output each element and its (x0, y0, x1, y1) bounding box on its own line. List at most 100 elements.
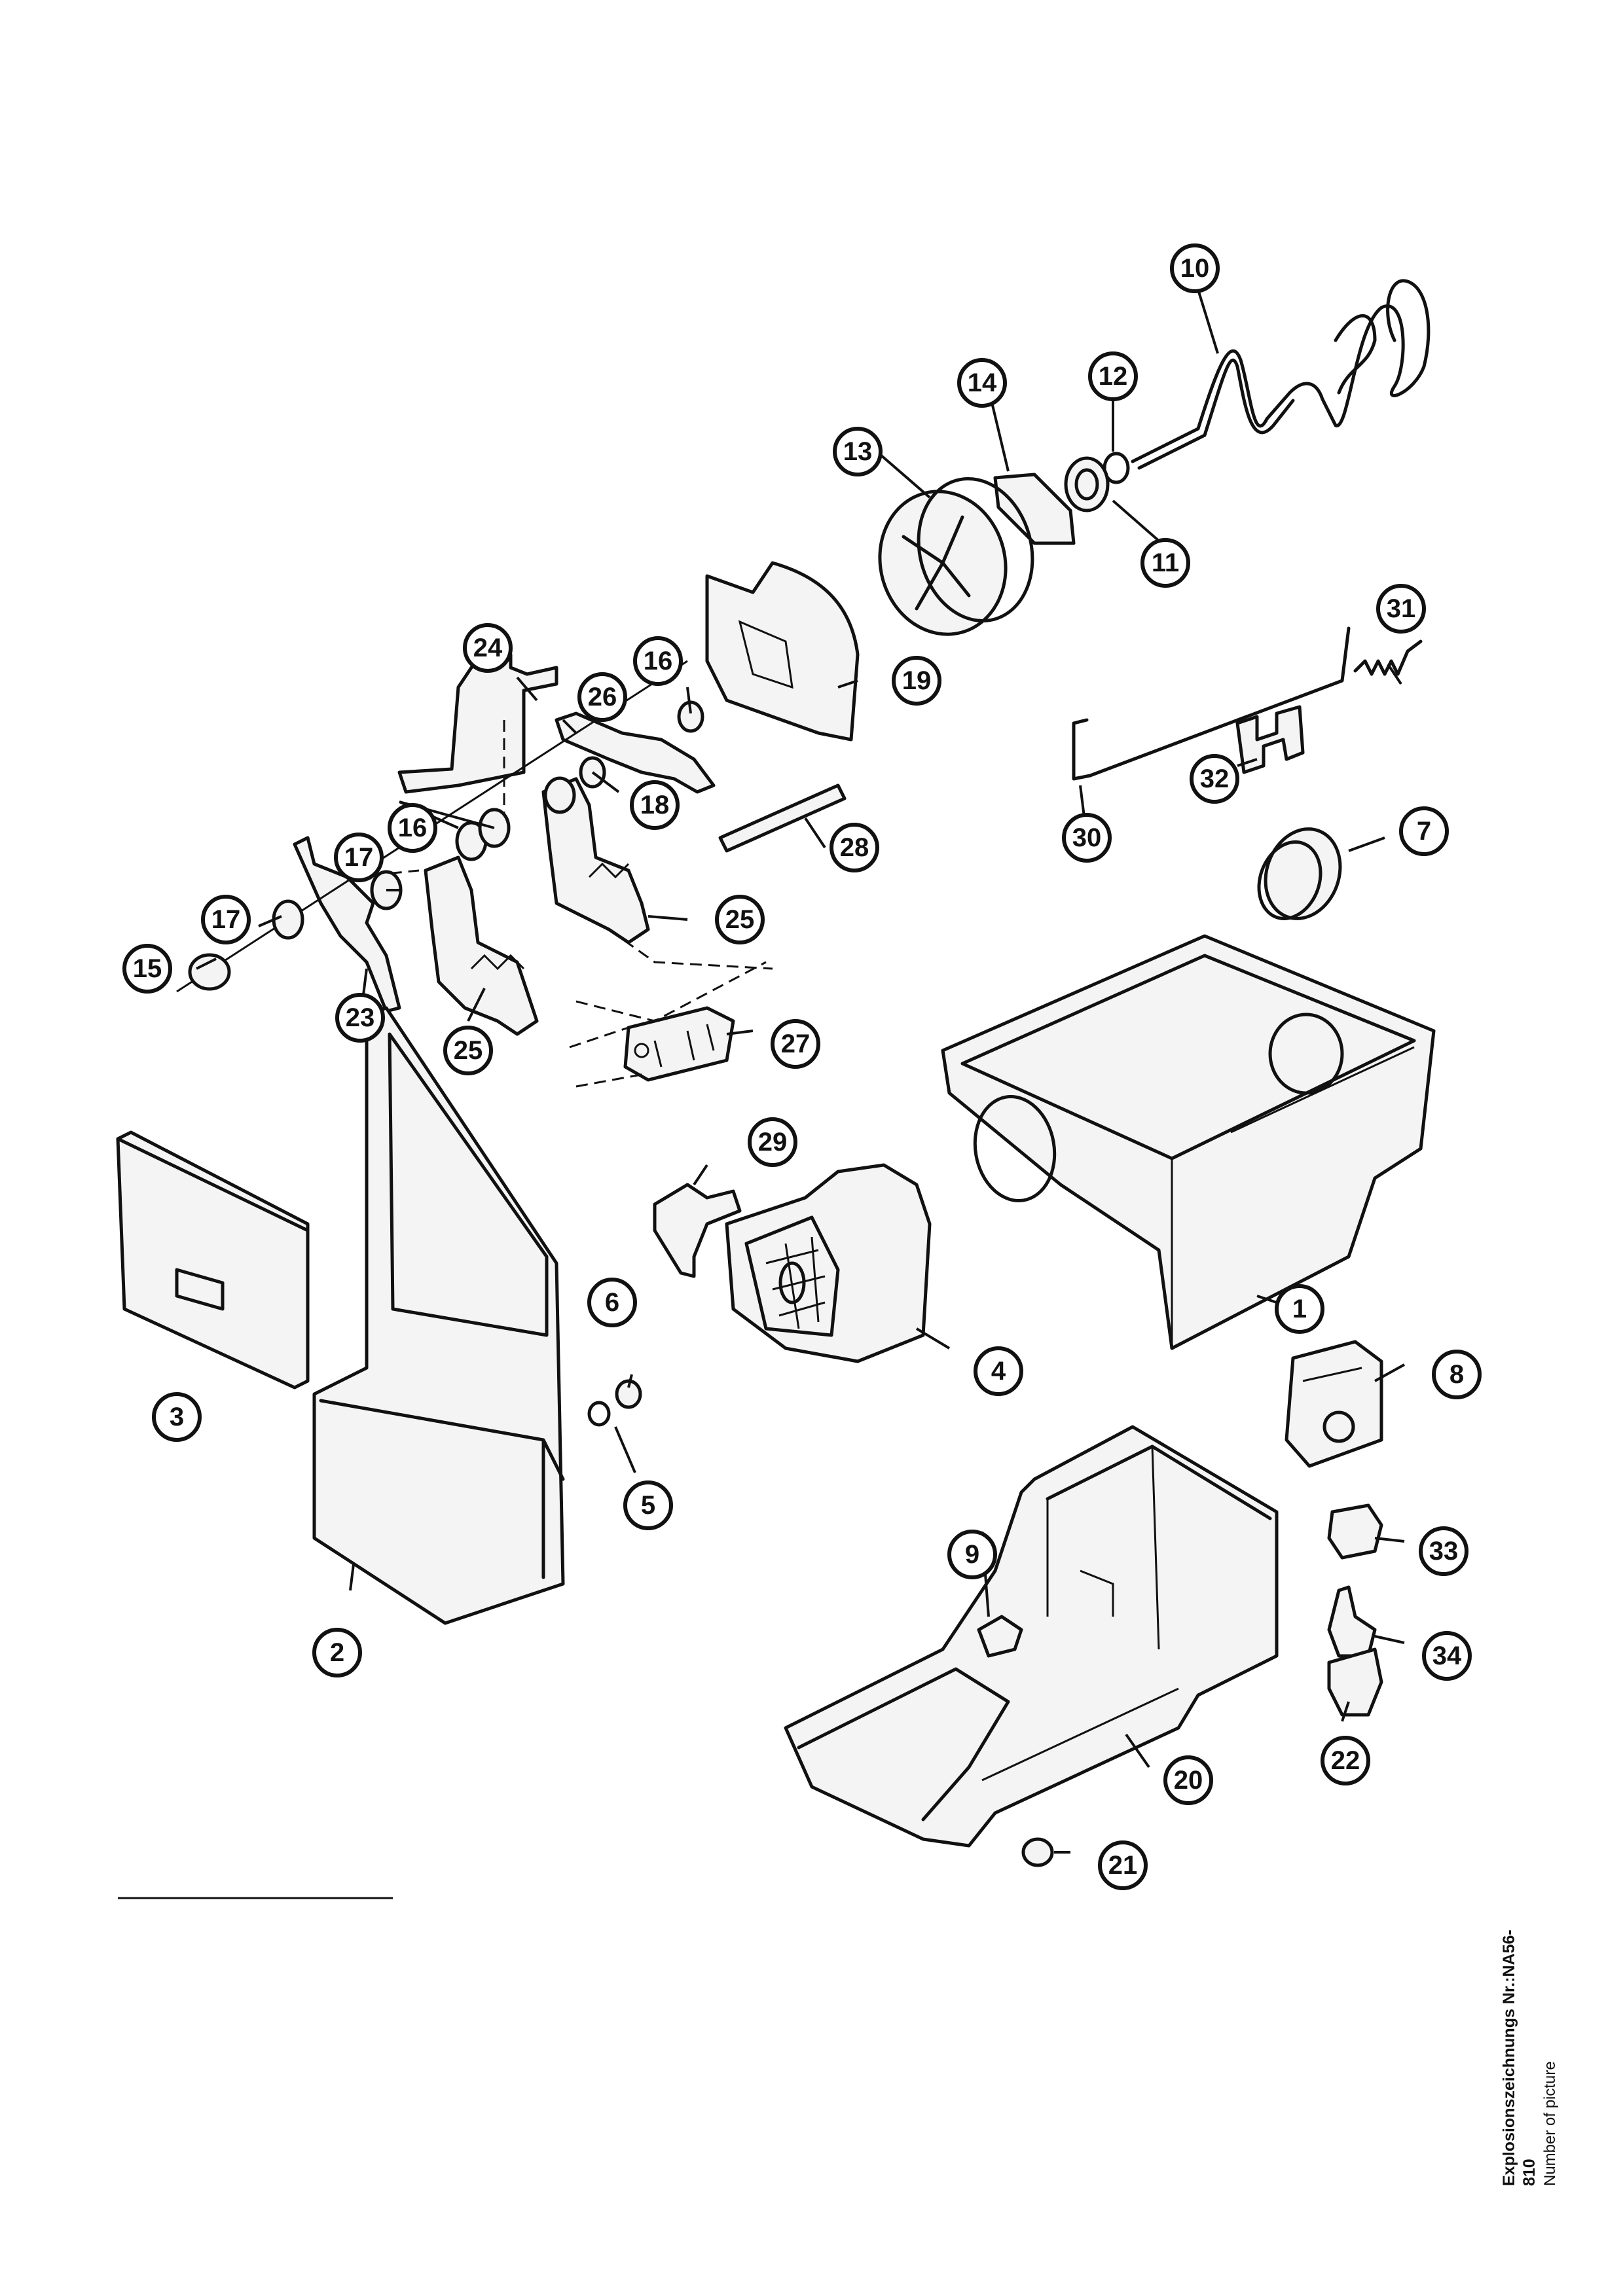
svg-text:10: 10 (1180, 254, 1210, 283)
callout-24: 24 (463, 623, 513, 673)
svg-text:29: 29 (758, 1128, 788, 1157)
part-blade (993, 473, 1076, 545)
part-ice-bin (941, 934, 1436, 1350)
part-lever-23 (293, 836, 401, 1013)
svg-text:24: 24 (473, 634, 503, 662)
svg-text:32: 32 (1200, 764, 1230, 793)
svg-text:31: 31 (1387, 594, 1416, 623)
caption-drawing-number: Explosionszeichnungs Nr.:NA56-810 (1500, 1929, 1539, 2186)
callout-11: 11 (1140, 538, 1190, 588)
part-gear-plate-upper (541, 777, 650, 944)
callout-21: 21 (1098, 1840, 1148, 1890)
part-solenoid (1327, 1503, 1383, 1560)
part-ring-seal (1257, 827, 1342, 920)
callout-9: 9 (947, 1530, 997, 1579)
callout-10: 10 (1170, 243, 1220, 293)
svg-text:33: 33 (1429, 1537, 1459, 1566)
callout-19: 19 (892, 656, 941, 706)
callout-22: 22 (1321, 1736, 1370, 1785)
svg-text:9: 9 (965, 1540, 979, 1569)
callout-17-upper: 17 (334, 833, 384, 882)
svg-text:5: 5 (641, 1491, 655, 1520)
svg-text:17: 17 (211, 905, 241, 934)
part-motor-housing (725, 1163, 932, 1363)
svg-text:28: 28 (840, 833, 869, 862)
part-bushing (1064, 456, 1110, 512)
svg-text:27: 27 (781, 1030, 811, 1058)
callout-27: 27 (771, 1019, 820, 1069)
callout-34: 34 (1422, 1631, 1472, 1681)
callout-20: 20 (1163, 1755, 1213, 1805)
callout-25-lower: 25 (443, 1026, 493, 1075)
callout-3: 3 (152, 1392, 202, 1442)
part-rod (718, 783, 847, 853)
part-lever-26 (555, 711, 716, 794)
svg-text:14: 14 (968, 368, 997, 397)
svg-text:17: 17 (344, 843, 374, 872)
part-slider-block (623, 1006, 735, 1082)
callout-14: 14 (957, 358, 1007, 408)
callout-29: 29 (748, 1117, 797, 1167)
callout-13: 13 (833, 427, 883, 476)
svg-text:3: 3 (170, 1403, 184, 1431)
callout-30: 30 (1062, 813, 1112, 863)
svg-text:18: 18 (640, 791, 670, 819)
svg-text:7: 7 (1417, 817, 1431, 846)
callout-12: 12 (1088, 351, 1138, 401)
part-motor (1285, 1340, 1383, 1468)
svg-text:25: 25 (725, 905, 755, 934)
callout-32: 32 (1190, 754, 1239, 804)
callout-1: 1 (1275, 1284, 1324, 1334)
svg-text:30: 30 (1072, 823, 1102, 852)
part-tray-lever (977, 1615, 1023, 1658)
svg-text:15: 15 (133, 954, 162, 983)
part-spring (1353, 639, 1423, 676)
callout-16-lower: 16 (388, 803, 437, 853)
part-washer-6 (615, 1379, 642, 1409)
svg-text:11: 11 (1152, 548, 1179, 577)
part-bracket (1235, 705, 1305, 774)
callout-26: 26 (577, 672, 627, 722)
svg-text:21: 21 (1108, 1851, 1138, 1880)
part-shutter-clip (653, 1183, 742, 1278)
callout-28: 28 (830, 823, 879, 872)
svg-text:16: 16 (644, 647, 673, 675)
svg-text:1: 1 (1292, 1295, 1307, 1323)
svg-text:2: 2 (330, 1638, 344, 1667)
svg-text:12: 12 (1099, 362, 1128, 391)
svg-text:13: 13 (843, 437, 873, 466)
svg-text:16: 16 (398, 814, 428, 842)
callout-8: 8 (1432, 1350, 1482, 1399)
callout-15: 15 (122, 944, 172, 994)
svg-text:23: 23 (346, 1003, 375, 1032)
svg-text:20: 20 (1174, 1766, 1203, 1795)
callout-31: 31 (1376, 584, 1426, 634)
part-heater-wire (1131, 279, 1431, 470)
callout-33: 33 (1419, 1526, 1468, 1576)
callout-2: 2 (312, 1628, 362, 1677)
part-screw (1021, 1837, 1054, 1867)
callout-6: 6 (587, 1278, 637, 1327)
svg-text:34: 34 (1432, 1641, 1462, 1670)
drawing-caption: Explosionszeichnungs Nr.:NA56-810 Number… (1499, 1924, 1559, 2186)
callout-7: 7 (1399, 806, 1449, 856)
callout-16-upper: 16 (633, 636, 683, 686)
svg-text:25: 25 (454, 1036, 483, 1065)
part-door-panel (116, 1130, 310, 1390)
part-housing-tray (784, 1425, 1279, 1848)
svg-text:22: 22 (1331, 1746, 1360, 1775)
callout-5: 5 (623, 1480, 673, 1530)
part-gear-plate-lower (424, 855, 539, 1036)
callout-25-upper: 25 (715, 895, 765, 944)
callout-17-lower: 17 (201, 895, 251, 944)
svg-text:8: 8 (1450, 1360, 1464, 1389)
svg-text:4: 4 (991, 1357, 1006, 1386)
caption-subtitle: Number of picture (1541, 2061, 1559, 2186)
part-lever-24 (397, 653, 558, 794)
callout-18: 18 (630, 780, 680, 830)
part-front-cover (312, 1006, 565, 1625)
part-switch-bracket (1327, 1647, 1383, 1717)
part-wire-rod (1072, 626, 1351, 781)
part-housing-plate (705, 561, 860, 742)
